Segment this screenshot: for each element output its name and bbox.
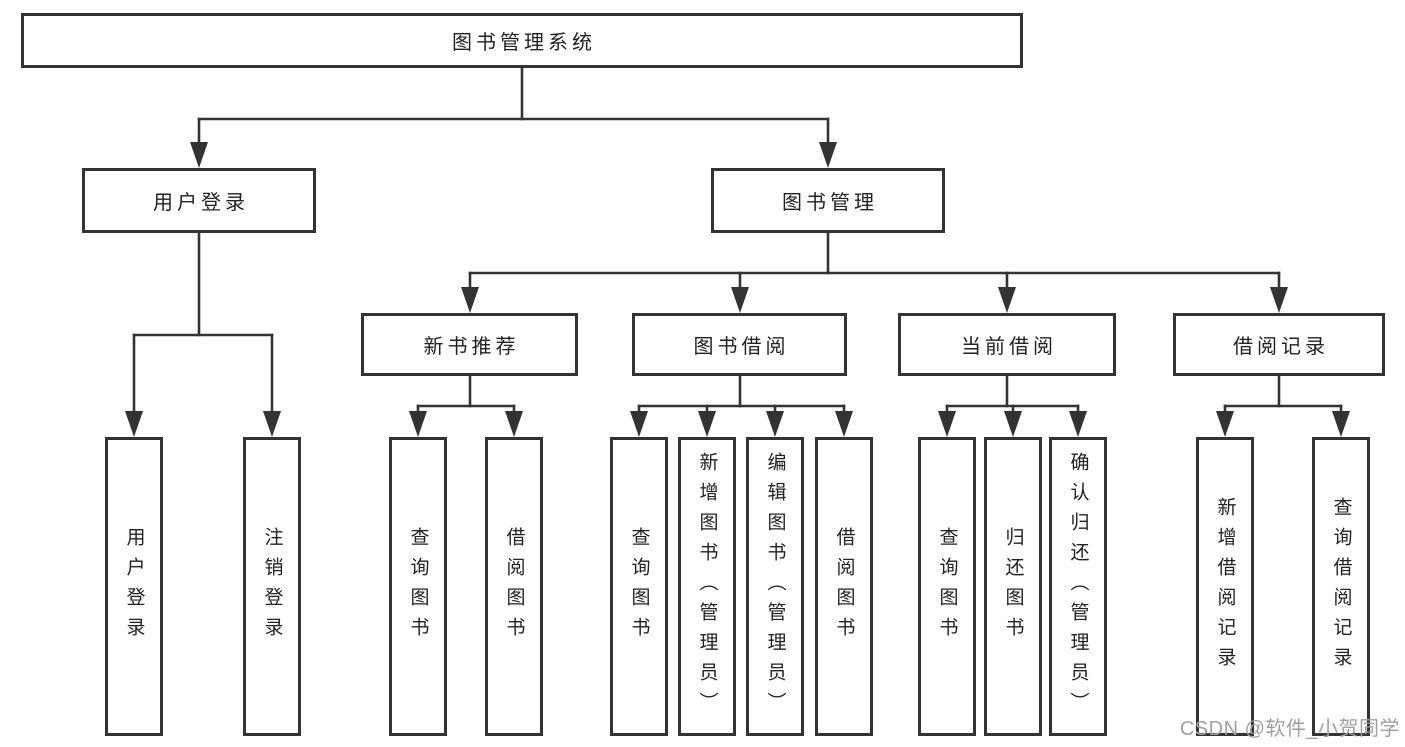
connector-root [190,66,837,168]
arrowhead-icon [698,411,716,437]
node-book-management: 图书管理 [711,168,945,233]
arrowhead-icon [835,411,853,437]
leaf-borrow-books: 借阅图书 [815,437,873,736]
leaf-query-books-recommend: 查询图书 [389,437,447,736]
node-label: 借阅记录 [1233,336,1329,358]
arrowhead-icon [630,411,648,437]
node-current-borrow: 当前借阅 [898,313,1116,376]
connector-book-management [461,231,1288,313]
leaf-edit-book-admin: 编辑图书（管理员） [746,437,804,736]
node-label: 新增图书（管理员） [696,451,718,722]
arrowhead-icon [263,411,281,437]
node-label: 图书借阅 [693,336,790,358]
arrowhead-icon [766,411,784,437]
leaf-logout: 注销登录 [243,437,301,736]
connector-current-borrow [938,374,1087,437]
arrowhead-icon [1069,411,1087,437]
node-label: 当前借阅 [961,336,1057,358]
arrowhead-icon [1332,411,1350,437]
connector-book-borrow [630,374,853,437]
node-label: 确认归还（管理员） [1067,451,1089,722]
node-label: 用户登录 [153,192,249,214]
leaf-return-book: 归还图书 [984,437,1042,736]
connector-borrow-records [1216,374,1350,437]
arrowhead-icon [461,287,479,313]
node-new-book-recommend: 新书推荐 [361,313,578,376]
arrowhead-icon [505,411,523,437]
arrowhead-icon [1004,411,1022,437]
node-label: 借阅图书 [833,526,855,647]
node-borrow-records: 借阅记录 [1173,313,1385,376]
node-label: 图书管理 [782,192,878,214]
leaf-user-login: 用户登录 [105,437,163,736]
node-label: 新增借阅记录 [1214,496,1236,677]
arrowhead-icon [998,287,1016,313]
arrowhead-icon [1216,411,1234,437]
arrowhead-icon [409,411,427,437]
leaf-add-borrow-record: 新增借阅记录 [1196,437,1254,736]
watermark: CSDN @软件_小贺同学 [1179,718,1400,740]
leaf-query-books-borrow: 查询图书 [610,437,668,736]
arrowhead-icon [190,142,208,168]
arrowhead-icon [938,411,956,437]
node-user-login: 用户登录 [82,168,316,233]
node-library-management-system: 图书管理系统 [21,13,1023,68]
leaf-confirm-return-admin: 确认归还（管理员） [1049,437,1107,736]
node-label: 查询借阅记录 [1330,496,1352,677]
node-label: 借阅图书 [503,526,525,647]
leaf-borrow-books-recommend: 借阅图书 [485,437,543,736]
arrowhead-icon [1270,287,1288,313]
node-label: 查询图书 [407,526,429,647]
node-label: 查询图书 [628,526,650,647]
node-label: 图书管理系统 [452,32,596,54]
arrowhead-icon [819,142,837,168]
connector-new-book-recommend [409,374,523,437]
connector-user-login [125,231,281,437]
node-label: 归还图书 [1002,526,1024,647]
arrowhead-icon [125,411,143,437]
node-label: 用户登录 [123,526,145,647]
node-label: 注销登录 [261,526,283,647]
arrowhead-icon [731,287,749,313]
node-label: 查询图书 [936,526,958,647]
node-label: 编辑图书（管理员） [764,451,786,722]
leaf-query-books-current: 查询图书 [918,437,976,736]
node-label: 新书推荐 [423,336,520,358]
leaf-add-book-admin: 新增图书（管理员） [678,437,736,736]
leaf-query-borrow-record: 查询借阅记录 [1312,437,1370,736]
node-book-borrow: 图书借阅 [632,313,847,376]
